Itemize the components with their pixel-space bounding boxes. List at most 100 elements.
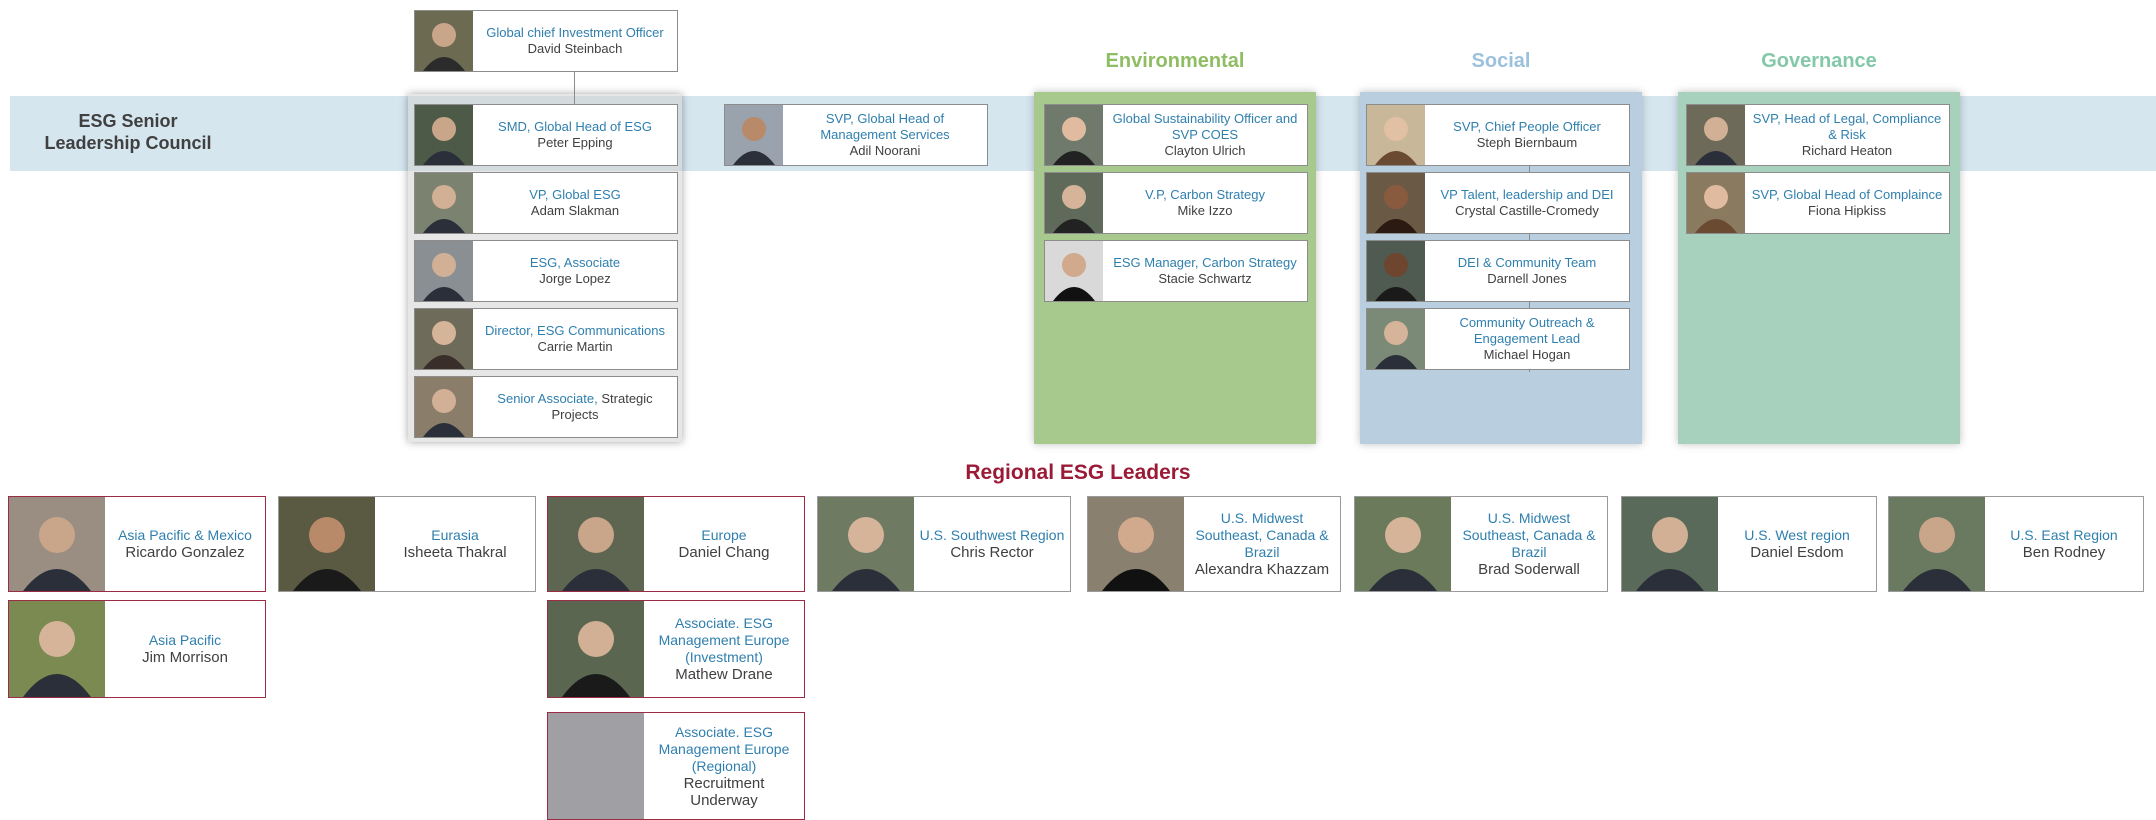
org-card[interactable]: Senior Associate, Strategic Projects — [414, 376, 678, 438]
role-title: ESG Manager, Carbon Strategy — [1113, 255, 1297, 270]
person-photo — [1687, 105, 1745, 165]
person-name: Daniel Chang — [678, 544, 770, 561]
role-title: VP Talent, leadership and DEI — [1440, 187, 1614, 202]
person-photo — [415, 173, 473, 233]
environmental-heading: Environmental — [1105, 50, 1245, 72]
region-label: U.S. West region — [1744, 527, 1850, 543]
person-name: Recruitment Underway — [683, 774, 765, 809]
person-name: Steph Biernbaum — [1476, 135, 1578, 150]
person-name: Adam Slakman — [530, 203, 620, 218]
region-label: U.S. Southwest Region — [919, 527, 1065, 543]
person-photo — [1045, 241, 1103, 301]
person-name: Chris Rector — [950, 544, 1034, 561]
governance-heading: Governance — [1761, 50, 1877, 72]
region-label: Eurasia — [431, 527, 479, 543]
person-name: Isheeta Thakral — [403, 544, 507, 561]
person-photo — [1687, 173, 1745, 233]
person-photo — [818, 497, 914, 591]
person-photo — [1622, 497, 1718, 591]
person-photo — [1088, 497, 1184, 591]
council-label: ESG Senior Leadership Council — [20, 110, 236, 154]
role-title: Community Outreach & Engagement Lead — [1459, 315, 1595, 346]
person-name: Mathew Drane — [675, 666, 773, 683]
social-heading: Social — [1471, 50, 1531, 72]
person-photo — [1889, 497, 1985, 591]
council-label-line2: Leadership Council — [44, 133, 212, 153]
person-name: Alexandra Khazzam — [1194, 561, 1330, 578]
regional-card-vacant[interactable]: Associate. ESG Management Europe (Region… — [547, 712, 805, 820]
role-title: SMD, Global Head of ESG — [498, 119, 652, 134]
person-name: Crystal Castille-Cromedy — [1455, 203, 1599, 218]
person-name: Jorge Lopez — [539, 271, 611, 286]
person-photo — [9, 497, 105, 591]
person-name: David Steinbach — [527, 41, 623, 56]
person-name: Richard Heaton — [1801, 143, 1893, 158]
regional-title: Regional ESG Leaders — [965, 461, 1191, 484]
person-photo — [9, 601, 105, 697]
person-photo — [1045, 173, 1103, 233]
person-photo — [415, 309, 473, 369]
region-label: Associate. ESG Management Europe (Invest… — [658, 615, 790, 665]
person-name: Clayton Ulrich — [1164, 143, 1246, 158]
person-name: Brad Soderwall — [1478, 561, 1580, 578]
region-label: Associate. ESG Management Europe (Region… — [658, 723, 790, 774]
role-title-rest: Strategic Projects — [551, 391, 653, 422]
person-photo — [548, 497, 644, 591]
person-name: Daniel Esdom — [1750, 544, 1844, 561]
role-title: Global chief Investment Officer — [486, 25, 664, 40]
region-label: U.S. Midwest Southeast, Canada & Brazil — [1462, 510, 1596, 560]
person-name: Mike Izzo — [1177, 203, 1233, 218]
person-photo — [1367, 105, 1425, 165]
person-photo — [725, 105, 783, 165]
person-photo — [1045, 105, 1103, 165]
role-title: Global Sustainability Officer and SVP CO… — [1112, 111, 1298, 142]
role-title: SVP, Chief People Officer — [1453, 119, 1601, 134]
region-label: Europe — [701, 527, 747, 543]
role-title: Director, ESG Communications — [485, 323, 665, 338]
person-name: Stacie Schwartz — [1158, 271, 1252, 286]
role-title: SVP, Head of Legal, Compliance & Risk — [1752, 111, 1942, 142]
regional-card[interactable]: Associate. ESG Management Europe (Invest… — [547, 600, 805, 698]
person-name: Michael Hogan — [1483, 347, 1571, 362]
role-title: SVP, Global Head of Complaince — [1751, 187, 1943, 202]
person-name: Jim Morrison — [142, 649, 228, 666]
region-label: Asia Pacific & Mexico — [118, 527, 252, 543]
connector-line — [574, 72, 575, 106]
person-name: Ben Rodney — [2022, 544, 2106, 561]
person-photo — [415, 241, 473, 301]
role-title: DEI & Community Team — [1457, 255, 1597, 270]
org-card[interactable]: Global Sustainability Officer and SVP CO… — [1044, 104, 1308, 166]
person-photo — [548, 601, 644, 697]
role-title: VP, Global ESG — [529, 187, 621, 202]
person-name: Adil Noorani — [849, 143, 921, 158]
person-name: Peter Epping — [537, 135, 613, 150]
person-name: Darnell Jones — [1487, 271, 1567, 286]
person-photo — [279, 497, 375, 591]
person-photo — [415, 105, 473, 165]
person-photo — [1367, 173, 1425, 233]
person-name: Fiona Hipkiss — [1807, 203, 1887, 218]
